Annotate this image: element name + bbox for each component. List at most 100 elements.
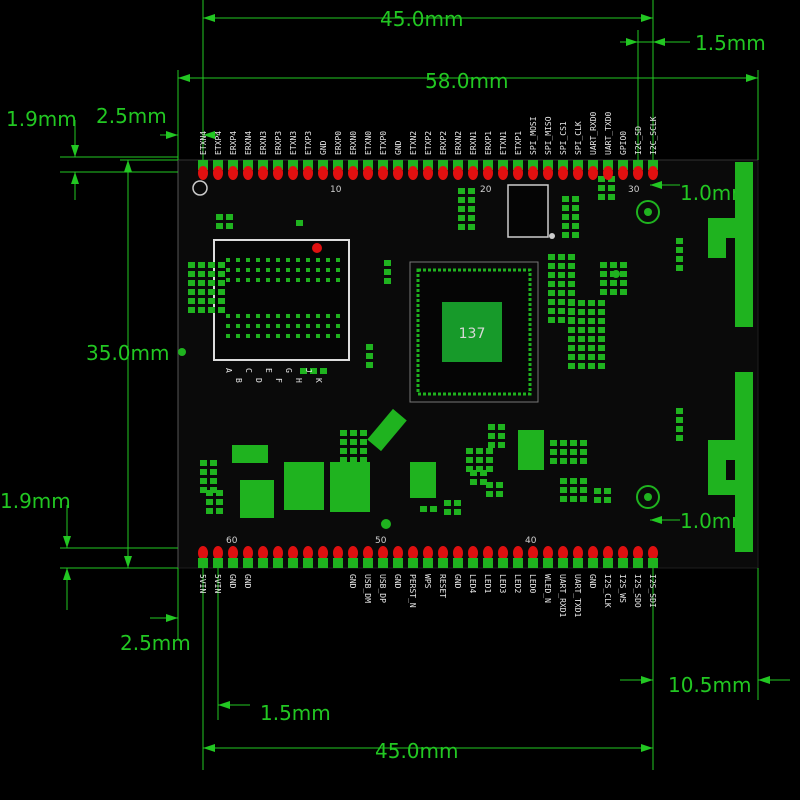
passive-pad xyxy=(598,327,605,333)
dim-label-top-pitch-span: 45.0mm xyxy=(380,7,464,31)
arrow-35-top xyxy=(124,160,132,172)
passive-pad xyxy=(548,308,555,314)
passive-pad xyxy=(550,440,557,446)
mezzanine-pad xyxy=(226,268,230,272)
bottom-pad-red xyxy=(318,546,328,560)
top-pad-red xyxy=(603,166,613,180)
flash-outline xyxy=(507,184,549,238)
passive-pad xyxy=(572,214,579,220)
top-pin-label: ERXP2 xyxy=(439,131,448,155)
bottom-pad-red xyxy=(618,546,628,560)
mezzanine-pad xyxy=(246,268,250,272)
mezzanine-pad xyxy=(286,258,290,262)
passive-pad xyxy=(568,281,575,287)
passive-pad xyxy=(620,280,627,286)
top-pad-red xyxy=(648,166,658,180)
mezzanine-pad xyxy=(296,258,300,262)
bottom-pin-label: UART_TXD1 xyxy=(573,574,582,618)
passive-pad xyxy=(558,299,565,305)
passive-pad xyxy=(488,433,495,439)
antenna-bottom xyxy=(708,372,753,552)
antenna-connector-top-core xyxy=(644,208,652,216)
passive-pad xyxy=(476,448,483,454)
bottom-pin-label: PERST_N xyxy=(408,574,417,608)
passive-pad xyxy=(580,449,587,455)
bottom-pad-red xyxy=(573,546,583,560)
pin-numbers: 10 20 30 60 50 40 xyxy=(226,185,640,546)
passive-pad xyxy=(598,318,605,324)
passive-pad xyxy=(454,509,461,515)
passive-pad xyxy=(550,458,557,464)
passive-pad xyxy=(486,448,493,454)
arrow-10-bot xyxy=(650,516,662,524)
top-pad-green xyxy=(303,160,313,170)
top-pad-red xyxy=(318,166,328,180)
top-pad-green xyxy=(258,160,268,170)
top-pin-label: ETXP3 xyxy=(304,131,313,155)
top-pin-label: SPI_CLK xyxy=(574,121,583,155)
passive-pad xyxy=(588,309,595,315)
passive-pad xyxy=(486,482,493,488)
top-pad-green xyxy=(618,160,628,170)
arrow-19-top-a xyxy=(71,145,79,157)
mezzanine-pad xyxy=(226,258,230,262)
passive-pad xyxy=(226,214,233,220)
mezzanine-pad xyxy=(256,268,260,272)
bottom-pad-green xyxy=(483,558,493,568)
top-pad-red xyxy=(288,166,298,180)
passive-pad xyxy=(208,289,215,295)
passive-pad xyxy=(676,265,683,271)
arrow-15-bot xyxy=(218,701,230,709)
passive-pad xyxy=(570,487,577,493)
bottom-pad-green xyxy=(363,558,373,568)
bottom-pin-label: LED1 xyxy=(483,574,492,593)
top-pad-red xyxy=(558,166,568,180)
passive-pad xyxy=(480,470,487,476)
passive-pad xyxy=(206,499,213,505)
bottom-pad-green xyxy=(333,558,343,568)
mezzanine-pads xyxy=(226,258,340,338)
top-pad-green xyxy=(363,160,373,170)
mezzanine-pad xyxy=(256,314,260,318)
top-pad-green xyxy=(333,160,343,170)
bottom-pad-red xyxy=(363,546,373,560)
bottom-pad-green xyxy=(528,558,538,568)
bottom-pad-green xyxy=(588,558,598,568)
top-pin-label: I2C_SD xyxy=(634,126,643,155)
passive-pad xyxy=(468,188,475,194)
passive-pad xyxy=(198,307,205,313)
connector-letter: J xyxy=(304,368,313,373)
passive-pad xyxy=(560,449,567,455)
mounting-hole xyxy=(192,180,208,196)
passive-pad xyxy=(594,488,601,494)
top-pin-label: ETXP4 xyxy=(214,131,223,155)
passive-pad xyxy=(216,499,223,505)
bottom-pad-green xyxy=(468,558,478,568)
bottom-pad-red xyxy=(528,546,538,560)
passive-pad xyxy=(548,299,555,305)
arrow-58-right xyxy=(746,74,758,82)
bottom-pad-red xyxy=(648,546,658,560)
arrow-45-bot-right xyxy=(641,744,653,752)
passive-pad xyxy=(548,263,555,269)
passive-pad xyxy=(600,271,607,277)
passive-pad xyxy=(572,223,579,229)
passive-pad xyxy=(568,354,575,360)
top-pin-label: ERXP1 xyxy=(484,131,493,155)
passive-pad xyxy=(558,254,565,260)
top-pad-green xyxy=(393,160,403,170)
passive-pad xyxy=(558,308,565,314)
top-pad-red xyxy=(228,166,238,180)
top-pad-green xyxy=(528,160,538,170)
passive-pad xyxy=(218,307,225,313)
passive-pad xyxy=(216,508,223,514)
passive-pad xyxy=(486,491,493,497)
bottom-pad-green xyxy=(498,558,508,568)
passive-pad xyxy=(350,448,357,454)
antenna-connector-bottom xyxy=(636,485,660,509)
arrow-19-bot-a xyxy=(63,536,71,548)
cap-large-1 xyxy=(232,445,268,463)
mezzanine-pad xyxy=(286,278,290,282)
